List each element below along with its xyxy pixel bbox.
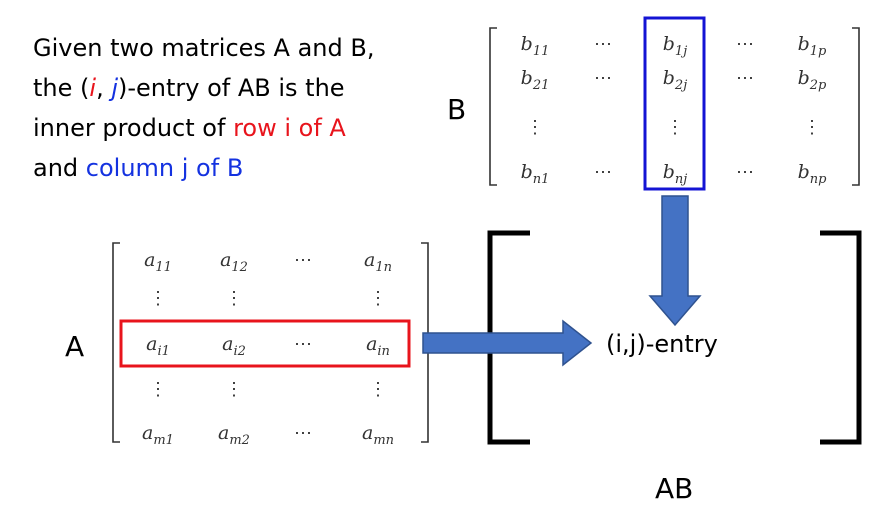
horizontal-ellipsis: ⋯	[736, 68, 754, 89]
matrix-entry: ai1	[146, 333, 170, 359]
horizontal-ellipsis: ⋯	[294, 250, 312, 271]
caption-row-highlight: row i of A	[233, 114, 346, 142]
matrix-ab-right-bracket	[820, 230, 862, 445]
right-arrow-icon	[422, 319, 593, 367]
caption-column-highlight: column j of B	[85, 154, 244, 182]
vertical-ellipsis: ⋮	[225, 379, 243, 400]
vertical-ellipsis: ⋮	[225, 288, 243, 309]
matrix-entry: b2p	[798, 67, 827, 93]
caption-line-3: inner product of row i of A	[33, 108, 374, 148]
matrix-b-entries: b11 ⋯ b1j ⋯ b1p b21 ⋯ b2j ⋯ b2p ⋮ ⋮ ⋮ bn1 ⋯ bnj ⋯ bnp	[521, 33, 828, 187]
vertical-ellipsis: ⋮	[369, 288, 387, 309]
matrix-entry: am1	[142, 422, 174, 448]
caption-j: j	[111, 74, 118, 102]
horizontal-ellipsis: ⋯	[294, 423, 312, 444]
matrix-entry: bn1	[521, 161, 550, 187]
caption-text: ,	[96, 74, 112, 102]
matrix-entry: a12	[220, 249, 248, 275]
horizontal-ellipsis: ⋯	[594, 34, 612, 55]
caption: Given two matrices A and B, the (i, j)-e…	[33, 28, 374, 188]
caption-text: Given two matrices A and B,	[33, 34, 375, 62]
down-arrow-icon	[648, 195, 702, 327]
caption-line-2: the (i, j)-entry of AB is the	[33, 68, 374, 108]
vertical-ellipsis: ⋮	[149, 379, 167, 400]
horizontal-ellipsis: ⋯	[736, 162, 754, 183]
caption-line-4: and column j of B	[33, 148, 374, 188]
matrix-entry: ai2	[222, 333, 246, 359]
matrix-entry: b2j	[663, 67, 687, 93]
matrix-entry: am2	[218, 422, 250, 448]
label-b: B	[447, 93, 467, 126]
caption-text: inner product of	[33, 114, 234, 142]
matrix-entry: a11	[144, 249, 172, 275]
matrix-entry: bnp	[798, 161, 828, 187]
matrix-b-left-bracket	[489, 27, 497, 186]
caption-line-1: Given two matrices A and B,	[33, 28, 374, 68]
label-ab: AB	[655, 472, 694, 505]
matrix-b-right-bracket	[852, 27, 860, 186]
horizontal-ellipsis: ⋯	[294, 334, 312, 355]
matrix-entry: b21	[521, 67, 550, 93]
vertical-ellipsis: ⋮	[369, 379, 387, 400]
matrix-entry: b1p	[798, 33, 827, 59]
matrix-entry: amn	[362, 422, 394, 448]
ij-entry-label: (i,j)-entry	[606, 330, 718, 358]
matrix-entry: bnj	[663, 161, 688, 187]
horizontal-ellipsis: ⋯	[594, 162, 612, 183]
caption-text: )-entry of AB is the	[118, 74, 345, 102]
horizontal-ellipsis: ⋯	[736, 34, 754, 55]
matrix-entry: ain	[366, 333, 390, 359]
caption-text: the (	[33, 74, 90, 102]
vertical-ellipsis: ⋮	[149, 288, 167, 309]
caption-i: i	[89, 74, 97, 102]
horizontal-ellipsis: ⋯	[594, 68, 612, 89]
vertical-ellipsis: ⋮	[666, 117, 684, 138]
matrix-a-entries: a11 a12 ⋯ a1n ⋮ ⋮ ⋮ ai1 ai2 ⋯ ain ⋮ ⋮ ⋮ am1 am2 ⋯ amn	[142, 249, 394, 448]
vertical-ellipsis: ⋮	[526, 117, 544, 138]
label-a: A	[65, 330, 85, 363]
column-j-highlight	[643, 16, 706, 191]
caption-text: and	[33, 154, 86, 182]
vertical-ellipsis: ⋮	[803, 117, 821, 138]
row-i-highlight	[119, 319, 411, 368]
matrix-entry: b11	[521, 33, 550, 59]
matrix-entry: a1n	[364, 249, 392, 275]
matrix-a-left-bracket	[112, 242, 120, 443]
matrix-entry: b1j	[663, 33, 687, 59]
